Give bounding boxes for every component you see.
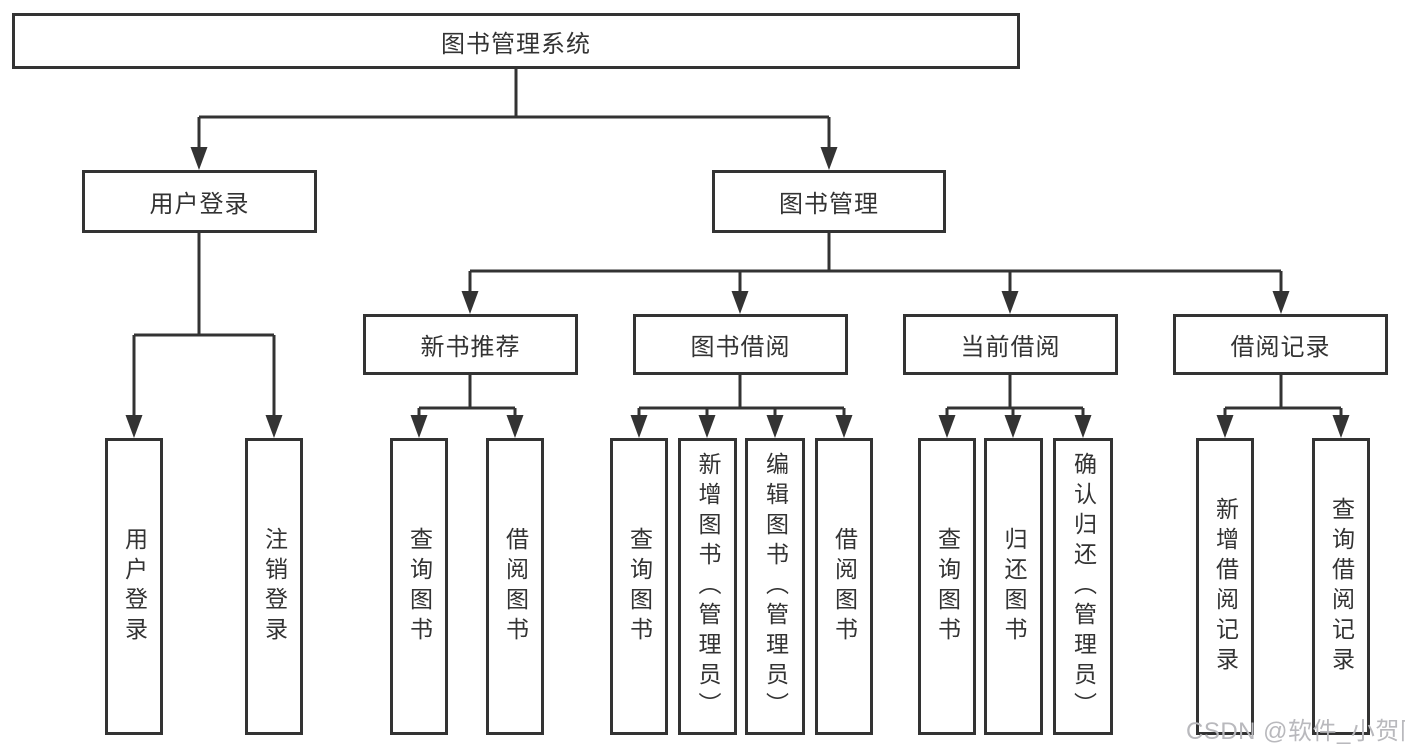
node-label: 借阅记录 — [1230, 334, 1331, 361]
leaf-query-books-borrowing: 查询图书 — [610, 438, 668, 735]
node-new-book-recommend: 新书推荐 — [363, 314, 578, 375]
connector-user-login-to-children — [132, 233, 276, 434]
node-label: 查询借阅记录 — [1328, 496, 1355, 677]
node-current-borrowing: 当前借阅 — [903, 314, 1118, 375]
node-label: 查询图书 — [934, 526, 961, 647]
node-label: 确认归还（管理员） — [1070, 451, 1097, 722]
leaf-query-books-recommend: 查询图书 — [390, 438, 448, 735]
node-label: 图书管理系统 — [441, 30, 591, 58]
leaf-query-books-current: 查询图书 — [918, 438, 976, 735]
leaf-add-books-admin: 新增图书（管理员） — [678, 438, 737, 735]
node-label: 查询图书 — [406, 526, 433, 647]
node-label: 用户登录 — [149, 191, 250, 218]
node-user-login-branch: 用户登录 — [82, 170, 317, 233]
leaf-user-login: 用户登录 — [105, 438, 163, 735]
node-label: 图书管理 — [779, 191, 879, 218]
node-borrow-records: 借阅记录 — [1173, 314, 1388, 375]
node-label: 用户登录 — [121, 526, 148, 647]
connector-borrowing-to-children — [637, 375, 846, 434]
arrowheads — [125, 147, 1350, 438]
node-label: 编辑图书（管理员） — [762, 451, 789, 722]
node-label: 新书推荐 — [420, 334, 521, 361]
leaf-borrow-books-recommend: 借阅图书 — [486, 438, 544, 735]
node-label: 查询图书 — [626, 526, 653, 647]
connector-root-to-level2 — [197, 68, 831, 166]
node-book-management: 图书管理 — [712, 170, 946, 233]
leaf-add-borrow-record: 新增借阅记录 — [1196, 438, 1254, 735]
node-label: 借阅图书 — [502, 526, 529, 647]
node-label: 当前借阅 — [960, 334, 1061, 361]
leaf-query-borrow-record: 查询借阅记录 — [1312, 438, 1370, 735]
node-library-system: 图书管理系统 — [12, 13, 1020, 69]
node-label: 新增借阅记录 — [1212, 496, 1239, 677]
node-label: 归还图书 — [1001, 526, 1027, 647]
node-label: 借阅图书 — [831, 526, 858, 647]
leaf-confirm-return-admin: 确认归还（管理员） — [1053, 438, 1113, 735]
connector-records-to-children — [1223, 375, 1343, 434]
leaf-edit-books-admin: 编辑图书（管理员） — [745, 438, 805, 735]
leaf-logout: 注销登录 — [245, 438, 303, 735]
node-label: 注销登录 — [261, 526, 288, 647]
node-label: 新增图书（管理员） — [695, 451, 721, 722]
node-book-borrowing: 图书借阅 — [633, 314, 848, 375]
csdn-watermark: CSDN @软件_小贺同学 — [1186, 718, 1405, 745]
connector-new-books-to-children — [417, 375, 517, 434]
leaf-borrow-books: 借阅图书 — [815, 438, 873, 735]
leaf-return-books: 归还图书 — [984, 438, 1043, 735]
connector-book-mgmt-to-level3 — [468, 233, 1283, 310]
node-label: 图书借阅 — [690, 334, 791, 361]
